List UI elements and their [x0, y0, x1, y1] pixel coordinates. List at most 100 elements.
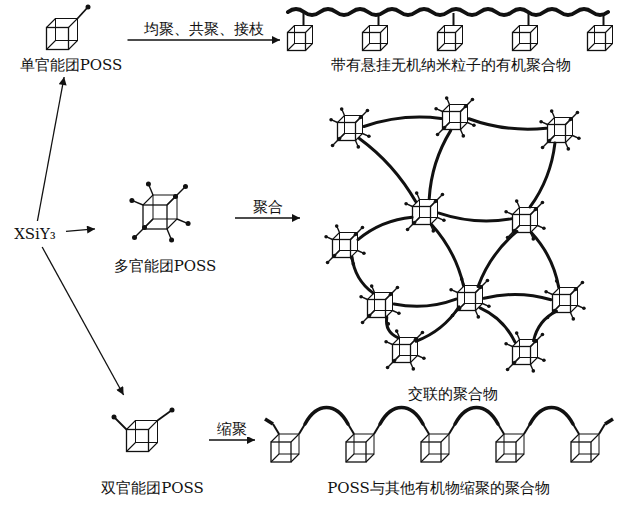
di-poss-node: 双官能团POSS: [96, 395, 209, 500]
functional-group: [434, 200, 438, 204]
cube-edge: [381, 44, 388, 51]
functional-group: [576, 111, 580, 115]
cube-front: [363, 33, 381, 51]
functional-group: [396, 286, 400, 290]
cube-front: [413, 207, 431, 225]
crosslink-chain: [484, 294, 551, 299]
polymer-backbone: [455, 408, 498, 425]
cube-edge: [553, 306, 560, 313]
functional-group: [384, 340, 388, 344]
cube-back: [465, 286, 483, 304]
cube-edge: [363, 26, 370, 33]
condensation-polymer-node: POSS与其他有机物缩聚的聚合物: [255, 395, 622, 500]
reaction-label: 聚合: [251, 199, 285, 215]
functional-group: [367, 135, 371, 139]
cube-back: [520, 208, 538, 226]
cube-edge: [356, 134, 363, 141]
cube-front: [588, 33, 606, 51]
organic-arm: [158, 410, 173, 421]
functional-group: [506, 368, 510, 372]
cube-front: [458, 293, 476, 311]
functional-group: [544, 290, 548, 294]
cube-edge: [271, 454, 279, 462]
cube-edge: [606, 44, 613, 51]
functional-group: [546, 316, 550, 320]
crosslinked-network-figure: [324, 96, 585, 372]
functional-group: [486, 279, 490, 283]
polymer-backbone: [305, 408, 348, 425]
node-label: 双官能团POSS: [101, 479, 204, 497]
cube-front: [47, 28, 69, 50]
functional-group: [361, 226, 365, 230]
pendant-polymer-figure: [288, 9, 613, 51]
functional-group: [146, 181, 151, 186]
functional-group: [357, 145, 361, 149]
functional-group: [112, 415, 117, 420]
cube-edge: [411, 338, 418, 345]
multi-poss-figure: [129, 181, 190, 242]
node-label: POSS与其他有机物缩聚的聚合物: [327, 479, 550, 497]
cube-edge: [288, 26, 295, 33]
cube-front: [127, 430, 149, 452]
cube-edge: [366, 434, 374, 442]
functional-group: [550, 109, 554, 113]
cube-front: [553, 295, 571, 313]
organic-arm: [273, 424, 279, 434]
cube-edge: [461, 123, 468, 130]
crosslink-chain: [359, 138, 415, 201]
functional-group: [567, 147, 571, 151]
cube-edge: [386, 311, 393, 318]
functional-group: [460, 277, 464, 281]
reaction-arrow: [209, 439, 255, 440]
cube-front: [346, 442, 366, 462]
functional-group: [370, 284, 374, 288]
cube-edge: [306, 44, 313, 51]
cube-edge: [431, 200, 438, 207]
functional-group: [515, 331, 519, 335]
cube-front: [421, 442, 441, 462]
functional-group: [142, 225, 147, 230]
functional-group: [397, 312, 401, 316]
mono-poss-figure: [47, 5, 91, 50]
functional-group: [553, 309, 557, 313]
functional-group: [338, 137, 342, 141]
functional-group: [406, 228, 410, 232]
cube-back: [504, 434, 524, 454]
cube-edge: [571, 306, 578, 313]
functional-group: [354, 233, 358, 237]
functional-group: [445, 96, 449, 100]
functional-group: [542, 227, 546, 231]
functional-group: [572, 317, 576, 321]
node-label: 交联的聚合物: [408, 385, 498, 403]
functional-group: [506, 236, 510, 240]
functional-group: [361, 321, 365, 325]
functional-group: [472, 124, 476, 128]
cube-edge: [591, 454, 599, 462]
crosslink-chain: [387, 317, 399, 338]
cube-edge: [386, 293, 393, 300]
functional-group: [386, 366, 390, 370]
cube-edge: [143, 219, 153, 229]
functional-group: [555, 279, 559, 283]
cube-front: [438, 33, 456, 51]
functional-group: [422, 357, 426, 361]
functional-group: [404, 202, 408, 206]
cube-edge: [606, 26, 613, 33]
reaction-arrow: [66, 229, 95, 231]
pendant-polymer-node: 带有悬挂无机纳米粒子的有机聚合物: [280, 3, 622, 77]
reaction-arrow: [235, 217, 300, 218]
functional-group: [479, 286, 483, 290]
condensation-polymer-figure: [265, 408, 613, 463]
functional-group: [326, 261, 330, 265]
functional-group: [541, 201, 545, 205]
functional-group: [574, 288, 578, 292]
network-polymer-node: 交联的聚合物: [300, 90, 605, 406]
crosslink-chain: [358, 217, 412, 239]
functional-group: [414, 338, 418, 342]
functional-group: [395, 329, 399, 333]
cube-edge: [127, 443, 136, 452]
functional-group: [170, 408, 175, 413]
cube-front: [513, 347, 531, 365]
cube-edge: [571, 288, 578, 295]
